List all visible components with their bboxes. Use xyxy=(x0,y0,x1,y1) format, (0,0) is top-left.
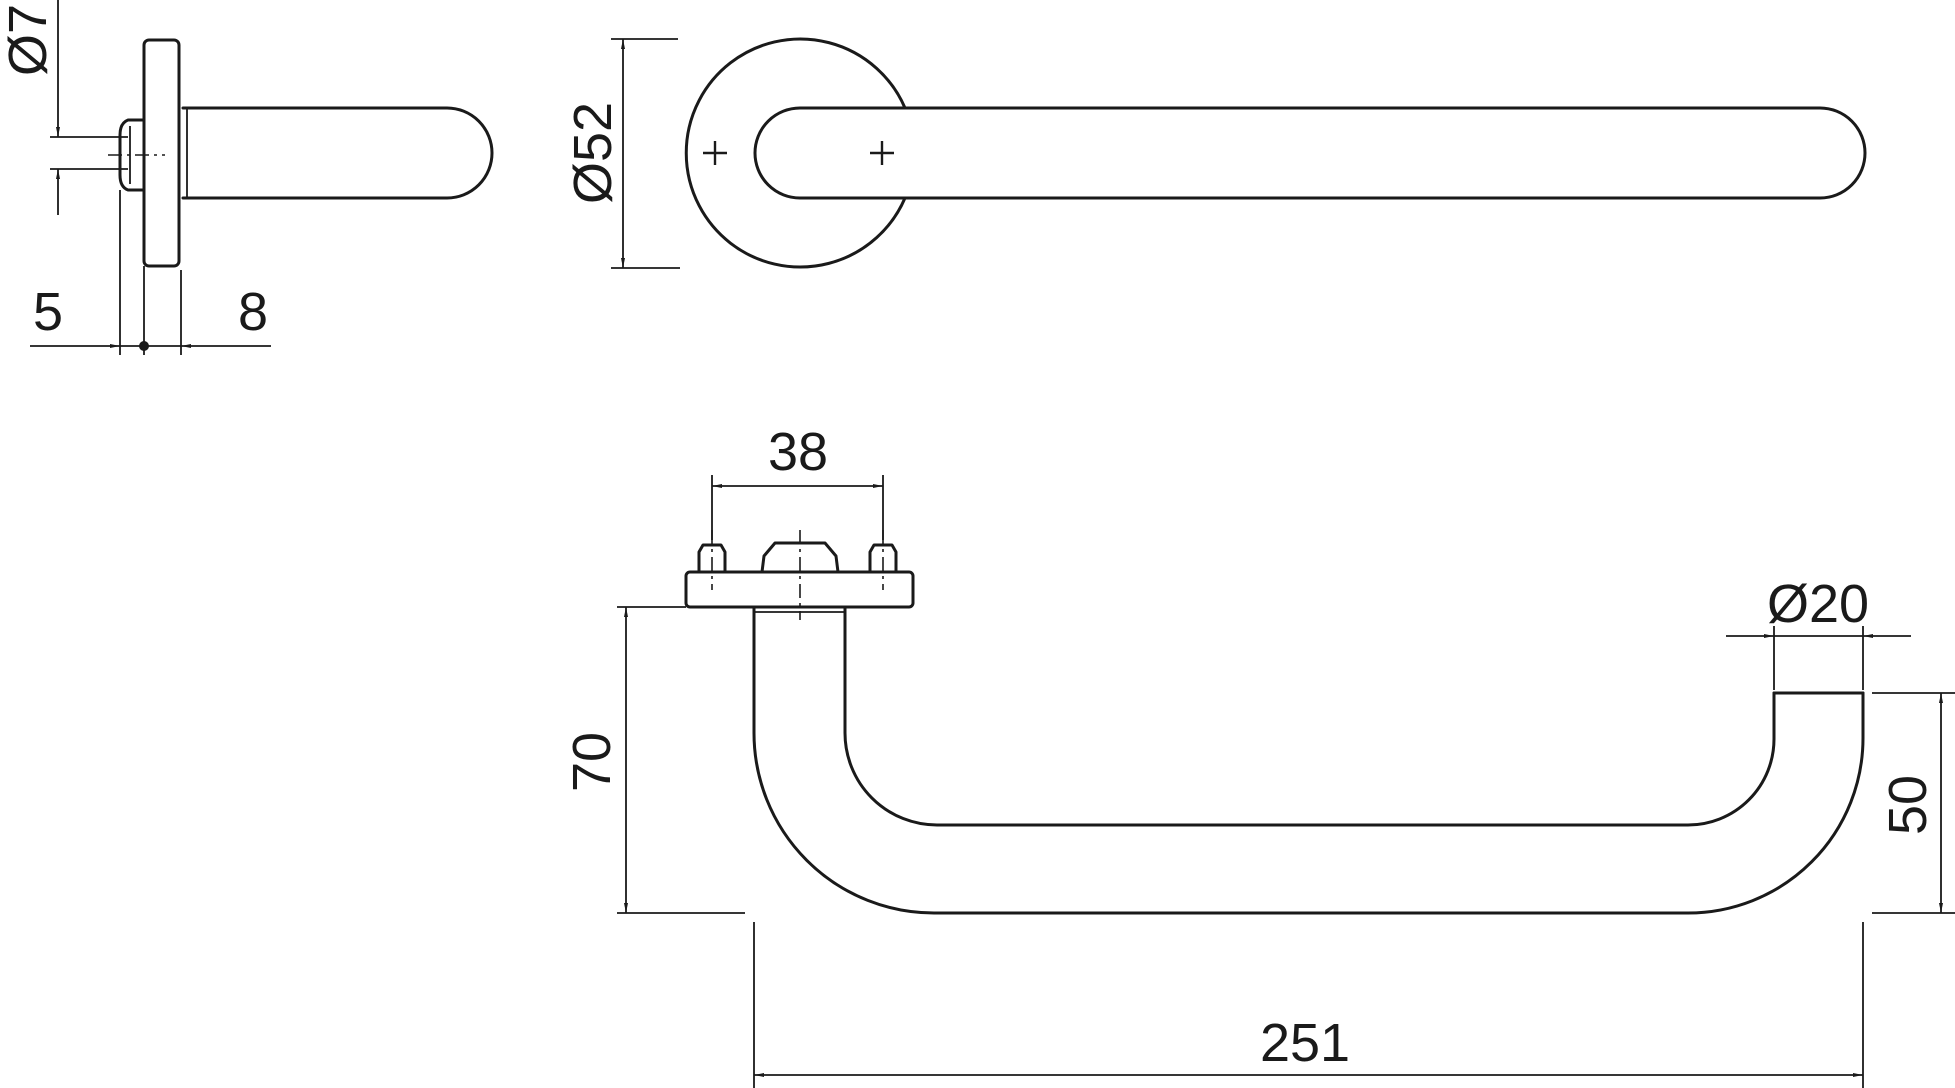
fixing-stud-left xyxy=(697,543,727,574)
side-view: Ø7 5 8 xyxy=(0,0,494,355)
spindle-mark-icon xyxy=(870,141,894,165)
dim-end-drop: 50 xyxy=(1878,775,1938,835)
dim-dot xyxy=(139,341,149,351)
dim-right-offset: 8 xyxy=(238,282,268,342)
front-view: Ø52 xyxy=(563,37,1867,269)
dim-tube-diameter: Ø20 xyxy=(1767,574,1869,634)
lever-top-outer xyxy=(752,605,1865,915)
rose-plate-top xyxy=(684,570,915,609)
dim-shaft-diameter: Ø7 xyxy=(0,4,58,76)
dim-projection: 70 xyxy=(562,732,622,792)
lever-top-inner xyxy=(843,605,1776,827)
lever-front xyxy=(753,106,1867,200)
rose-plate-front xyxy=(684,37,907,269)
dim-left-offset: 5 xyxy=(33,282,63,342)
top-view: 38 Ø20 70 50 251 xyxy=(562,422,1955,1088)
dim-handle-length: 251 xyxy=(1260,1013,1350,1073)
fixing-stud-right xyxy=(868,543,898,574)
lever-side xyxy=(181,106,494,200)
dim-rose-diameter: Ø52 xyxy=(563,102,623,204)
fixing-mark-icon xyxy=(703,141,727,165)
dim-fixing-spacing: 38 xyxy=(768,422,828,482)
rose-plate-side xyxy=(142,38,181,268)
